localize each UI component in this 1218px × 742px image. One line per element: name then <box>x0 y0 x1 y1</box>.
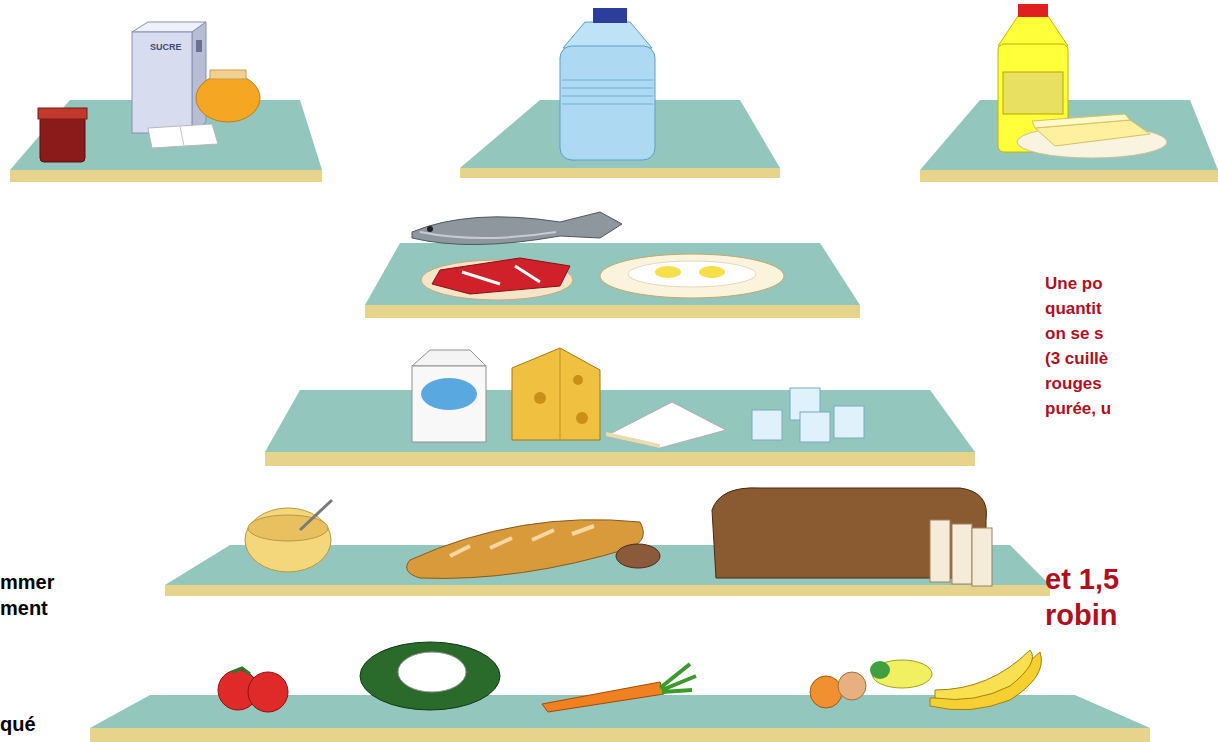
text-fragment: ment <box>0 596 48 620</box>
text-fragment: et 1,5 <box>1045 562 1119 597</box>
text-fragment: Une po <box>1045 274 1103 294</box>
yogurt-cup <box>834 406 864 438</box>
egg-yolk <box>655 266 681 278</box>
honey-jar <box>196 74 260 122</box>
text-fragment: qué <box>0 712 36 736</box>
bottle-neck <box>563 22 652 48</box>
cheese-block <box>512 348 600 440</box>
jam-jar-lid <box>38 108 87 119</box>
produce-group <box>218 642 1041 712</box>
milk-carton-top <box>412 350 486 366</box>
cauliflower-head <box>398 652 466 692</box>
steak-fat <box>462 266 540 284</box>
sugar-box <box>132 32 192 133</box>
shelf-edge <box>90 728 1150 742</box>
oil-label <box>1003 72 1063 114</box>
yogurt-cup <box>752 410 782 440</box>
text-fragment: (3 cuillè <box>1045 349 1108 369</box>
bottle-body <box>560 46 655 160</box>
cheese-edge <box>560 348 561 440</box>
egg-plate <box>600 254 784 298</box>
oil-cap <box>1018 4 1048 17</box>
banana <box>935 650 1033 700</box>
cookie <box>616 544 660 568</box>
shelf-edge <box>920 170 1218 182</box>
bottle-ridge <box>562 80 653 81</box>
cheese-hole <box>534 392 546 404</box>
bottle-cap <box>593 8 627 23</box>
shelf-edge <box>365 305 860 318</box>
egg-yolk <box>699 266 725 278</box>
cereal-bowl-top <box>248 515 328 541</box>
bottle-ridge <box>562 96 653 97</box>
carrot-leaves <box>660 664 696 692</box>
cauliflower-leaves <box>360 642 500 710</box>
text-fragment: rouges <box>1045 374 1102 394</box>
shelves <box>10 100 1218 742</box>
shelf-top <box>365 243 860 305</box>
cheese-hole <box>573 375 583 385</box>
package-label: SUCRE <box>150 42 182 53</box>
cheese-rind <box>606 432 660 448</box>
cereal-bowl <box>245 508 331 572</box>
text-fragment: robin <box>1045 598 1118 633</box>
text-fragment: purée, u <box>1045 399 1111 419</box>
fish-eye <box>427 226 433 232</box>
fish-belly <box>420 232 556 238</box>
bread-slice <box>930 520 950 582</box>
water-bottle <box>560 8 655 160</box>
steak <box>432 258 570 294</box>
egg-white <box>628 261 756 287</box>
sugar-box-side <box>192 22 206 133</box>
onion <box>838 672 866 700</box>
sugar-group <box>38 22 260 162</box>
orange <box>810 676 842 708</box>
shelf-edge <box>165 585 1050 596</box>
shelf-edge <box>265 452 975 466</box>
honey-jar-lid <box>210 70 246 79</box>
oil-neck <box>998 16 1068 46</box>
cereal-group <box>245 488 992 586</box>
fish <box>412 212 622 245</box>
tomato <box>248 672 288 712</box>
bread-slice <box>952 524 972 584</box>
shelf-top <box>265 390 975 452</box>
sugar-cube-line <box>180 126 184 146</box>
bottle-ridge <box>562 88 653 89</box>
spoon <box>300 500 332 530</box>
cheese-wedge <box>606 402 726 448</box>
baguette-cuts <box>450 526 594 556</box>
protein-group <box>412 212 784 300</box>
lime <box>870 661 890 679</box>
yogurt-cup <box>800 412 830 442</box>
dairy-group <box>412 348 864 448</box>
shelf-edge <box>10 170 322 182</box>
bottle-ridge <box>562 104 653 105</box>
baguette <box>407 520 644 579</box>
text-fragment: mmer <box>0 570 54 594</box>
sugar-box-tab <box>196 40 202 52</box>
carrot <box>542 682 664 712</box>
tomato-stem <box>232 668 250 674</box>
butter-top <box>1032 114 1130 128</box>
sugar-cubes <box>148 124 218 148</box>
text-fragment: on se s <box>1045 324 1104 344</box>
milk-carton <box>412 366 486 442</box>
cheese-hole <box>576 412 588 424</box>
fats-group <box>998 4 1167 158</box>
shelf-edge <box>460 168 780 178</box>
text-fragment: quantit <box>1045 299 1102 319</box>
jam-jar <box>40 116 85 162</box>
bread-slice <box>972 528 992 586</box>
shelf-top <box>920 100 1218 170</box>
milk-carton-logo <box>421 378 477 410</box>
